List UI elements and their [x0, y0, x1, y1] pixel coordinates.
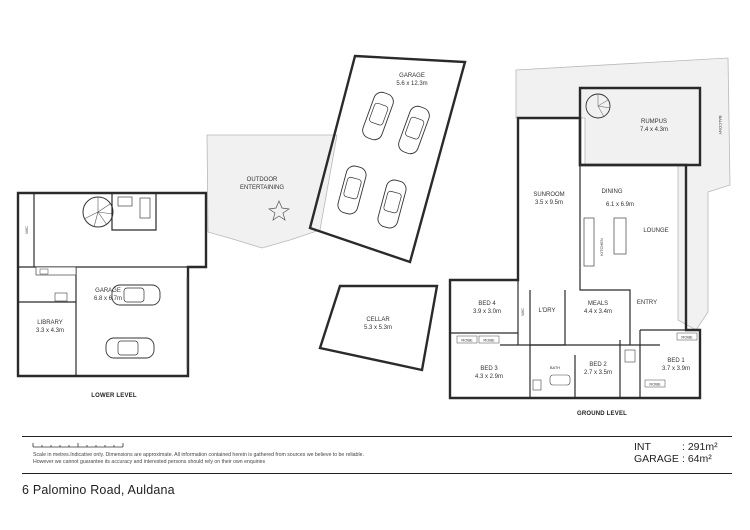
- robe-label: ROBE: [483, 338, 495, 343]
- outdoor-label-2: ENTERTAINING: [240, 185, 284, 191]
- robe-label: ROBE: [461, 338, 473, 343]
- kitchen-name: KITCHEN: [599, 238, 604, 256]
- balcony-label: BALCONY: [718, 115, 723, 134]
- upper-garage: GARAGE 5.6 x 12.3m: [308, 54, 467, 264]
- bed3-size: 4.3 x 2.9m: [475, 374, 503, 380]
- basin-icon: [624, 349, 636, 363]
- car-icon: [337, 165, 367, 215]
- bath-label: BATH: [550, 365, 560, 370]
- meals-size: 4.4 x 3.4m: [584, 309, 612, 315]
- bed1-size: 3.7 x 3.9m: [662, 366, 690, 372]
- footer-bottom-rule: [22, 473, 732, 474]
- car-icon: [111, 284, 161, 306]
- sink-icon: [39, 268, 49, 275]
- car-icon: [105, 337, 155, 359]
- sunroom-name: SUNROOM: [533, 192, 564, 198]
- ground-level-label: GROUND LEVEL: [577, 411, 627, 417]
- cellar: CELLAR 5.3 x 5.3m: [318, 284, 439, 372]
- property-address: 6 Palomino Road, Auldana: [22, 483, 175, 497]
- scale-disclaimer: Scale in metres.Indicative only. Dimensi…: [33, 452, 364, 465]
- lounge-name: LOUNGE: [643, 228, 668, 234]
- library-size: 3.3 x 4.3m: [36, 328, 64, 334]
- meals-name: MEALS: [588, 301, 608, 307]
- lower-wic-label: WIC: [24, 226, 29, 234]
- garage-upper-size: 5.6 x 12.3m: [396, 81, 427, 87]
- lower-level: WIC LIBRARY 3.3 x 4.3m GARAGE 6.8 x 6.7m…: [16, 191, 208, 399]
- laundry-name: L'DRY: [538, 308, 555, 314]
- area-summary: INT : 291m² GARAGE : 64m²: [634, 441, 718, 465]
- toilet-icon: [532, 379, 542, 391]
- cellar-name: CELLAR: [366, 317, 390, 323]
- spiral-stair-icon: [82, 196, 114, 228]
- toilet-icon: [117, 196, 133, 207]
- bed2-size: 2.7 x 3.5m: [584, 370, 612, 376]
- scale-bar: [32, 443, 124, 448]
- car-icon: [398, 105, 430, 155]
- robe-label: ROBE: [681, 335, 693, 340]
- bed1-name: BED 1: [667, 358, 685, 364]
- garage-lower-name: GARAGE: [95, 288, 121, 294]
- rumpus-size: 7.4 x 4.3m: [640, 127, 668, 133]
- bed2-name: BED 2: [589, 362, 607, 368]
- rumpus-name: RUMPUS: [641, 119, 667, 125]
- car-icon: [362, 91, 394, 141]
- outdoor-label-1: OUTDOOR: [247, 177, 278, 183]
- garage-area-label: GARAGE: [634, 453, 679, 465]
- lower-level-label: LOWER LEVEL: [91, 393, 137, 399]
- bed4-name: BED 4: [478, 301, 496, 307]
- bed3-name: BED 3: [480, 366, 498, 372]
- cellar-size: 5.3 x 5.3m: [364, 325, 392, 331]
- shower-icon: [139, 197, 151, 219]
- bathtub-icon: [549, 374, 571, 386]
- garage-lower-size: 6.8 x 6.7m: [94, 296, 122, 302]
- garage-upper-name: GARAGE: [399, 73, 425, 79]
- entry-name: ENTRY: [637, 300, 657, 306]
- footer-top-rule: [22, 436, 732, 437]
- int-value: : 291m²: [682, 441, 718, 453]
- library-name: LIBRARY: [37, 320, 63, 326]
- dining-name: DINING: [602, 189, 623, 195]
- bed4-size: 3.9 x 3.0m: [473, 309, 501, 315]
- dining-size: 6.1 x 6.9m: [606, 202, 634, 208]
- outdoor-entertaining: OUTDOOR ENTERTAINING: [206, 134, 338, 249]
- ground-level: BALCONY RUMPUS 7.4 x 4.3m SUNROOM 3.5 x …: [448, 57, 731, 417]
- robe-label: ROBE: [649, 382, 661, 387]
- spiral-stair-icon: [585, 93, 611, 119]
- sunroom-size: 3.5 x 9.5m: [535, 200, 563, 206]
- plant-icon: [268, 200, 290, 221]
- garage-area-value: : 64m²: [682, 453, 712, 465]
- int-label: INT: [634, 441, 651, 453]
- wic-label: W/C: [520, 308, 525, 316]
- car-icon: [377, 179, 407, 229]
